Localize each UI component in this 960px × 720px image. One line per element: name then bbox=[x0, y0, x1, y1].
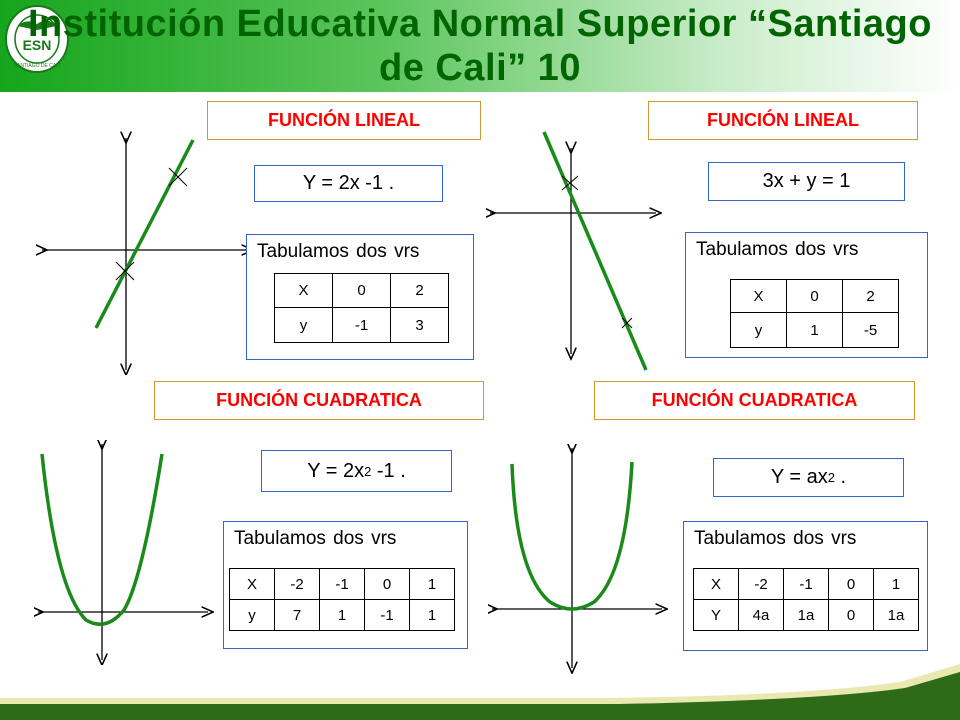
table-cell: 0 bbox=[364, 568, 410, 600]
equation-main: Y = ax bbox=[770, 466, 828, 488]
svg-text:SANTIAGO DE CALI: SANTIAGO DE CALI bbox=[14, 63, 61, 69]
equation-main: Y = 2x bbox=[307, 459, 365, 482]
table-row: Y 4a 1a 0 1a bbox=[693, 599, 919, 631]
equation: Y = 2x -1 . bbox=[254, 165, 443, 202]
table-cell: 1 bbox=[409, 599, 455, 631]
function-line bbox=[94, 139, 195, 329]
panel-title: FUNCIÓN LINEAL bbox=[648, 101, 918, 140]
value-table: X -2 -1 0 1 y 7 1 -1 1 bbox=[229, 568, 455, 631]
table-cell: X bbox=[693, 568, 739, 600]
table-cell: -2 bbox=[738, 568, 784, 600]
table-row: y 7 1 -1 1 bbox=[229, 599, 455, 631]
table-cell: 1 bbox=[873, 568, 919, 600]
table-label: Tabulamos dos vrs bbox=[696, 239, 859, 260]
panel-title: FUNCIÓN CUADRATICA bbox=[594, 381, 915, 420]
table-cell: X bbox=[730, 279, 787, 313]
table-box: Tabulamos dos vrs X 0 2 y 1 -5 bbox=[685, 232, 928, 358]
table-cell: 0 bbox=[828, 568, 874, 600]
linear-graph-2 bbox=[486, 131, 662, 371]
school-logo: ESN SANTIAGO DE CALI bbox=[5, 5, 69, 73]
value-table: X 0 2 y -1 3 bbox=[274, 273, 449, 343]
table-label: Tabulamos dos vrs bbox=[257, 241, 420, 262]
point-marker bbox=[561, 175, 579, 191]
point-marker bbox=[168, 167, 188, 187]
table-cell: y bbox=[229, 599, 275, 631]
page-title: Institución Educativa Normal Superior “S… bbox=[28, 3, 932, 89]
table-cell: 2 bbox=[390, 273, 449, 308]
parabola-curve bbox=[510, 461, 634, 611]
table-cell: -2 bbox=[274, 568, 320, 600]
table-cell: 1a bbox=[873, 599, 919, 631]
table-box: Tabulamos dos vrs X -2 -1 0 1 y 7 1 -1 1 bbox=[223, 521, 468, 649]
table-cell: -1 bbox=[364, 599, 410, 631]
equation: 3x + y = 1 bbox=[708, 162, 905, 201]
table-cell: Y bbox=[693, 599, 739, 631]
table-cell: 0 bbox=[332, 273, 391, 308]
svg-text:ESN: ESN bbox=[23, 37, 52, 53]
equation-tail: . bbox=[835, 466, 847, 488]
panel-title: FUNCIÓN CUADRATICA bbox=[154, 381, 484, 420]
table-cell: 1 bbox=[319, 599, 365, 631]
table-cell: 7 bbox=[274, 599, 320, 631]
panel-title: FUNCIÓN LINEAL bbox=[207, 101, 481, 140]
table-cell: -1 bbox=[332, 307, 391, 343]
linear-graph-1 bbox=[36, 130, 256, 375]
table-cell: 0 bbox=[786, 279, 843, 313]
table-cell: -5 bbox=[842, 312, 899, 348]
table-cell: y bbox=[730, 312, 787, 348]
table-row: y 1 -5 bbox=[730, 312, 899, 348]
value-table: X 0 2 y 1 -5 bbox=[730, 279, 899, 348]
header-banner bbox=[0, 0, 960, 92]
table-cell: 1 bbox=[409, 568, 455, 600]
table-cell: 1a bbox=[783, 599, 829, 631]
function-line bbox=[542, 131, 648, 371]
table-row: X -2 -1 0 1 bbox=[693, 568, 919, 600]
table-cell: 2 bbox=[842, 279, 899, 313]
table-box: Tabulamos dos vrs X 0 2 y -1 3 bbox=[246, 234, 474, 360]
value-table: X -2 -1 0 1 Y 4a 1a 0 1a bbox=[693, 568, 919, 631]
table-cell: 3 bbox=[390, 307, 449, 343]
table-row: X 0 2 bbox=[274, 273, 449, 308]
equation-exponent: 2 bbox=[364, 463, 372, 479]
equation-tail: -1 . bbox=[371, 459, 406, 482]
table-box: Tabulamos dos vrs X -2 -1 0 1 Y 4a 1a 0 … bbox=[683, 521, 928, 651]
table-label: Tabulamos dos vrs bbox=[234, 528, 397, 549]
table-cell: 0 bbox=[828, 599, 874, 631]
table-cell: X bbox=[274, 273, 333, 308]
table-cell: X bbox=[229, 568, 275, 600]
table-cell: y bbox=[274, 307, 333, 343]
point-marker bbox=[115, 261, 135, 281]
quadratic-graph-1 bbox=[34, 440, 214, 665]
table-row: X -2 -1 0 1 bbox=[229, 568, 455, 600]
quadratic-graph-2 bbox=[488, 444, 668, 674]
table-label: Tabulamos dos vrs bbox=[694, 528, 857, 549]
table-cell: 4a bbox=[738, 599, 784, 631]
table-cell: -1 bbox=[783, 568, 829, 600]
table-row: X 0 2 bbox=[730, 279, 899, 313]
equation-exponent: 2 bbox=[827, 470, 835, 485]
table-row: y -1 3 bbox=[274, 307, 449, 343]
table-cell: -1 bbox=[319, 568, 365, 600]
footer-decoration bbox=[0, 664, 960, 720]
parabola-curve bbox=[40, 453, 164, 626]
table-cell: 1 bbox=[786, 312, 843, 348]
point-marker bbox=[621, 317, 633, 329]
